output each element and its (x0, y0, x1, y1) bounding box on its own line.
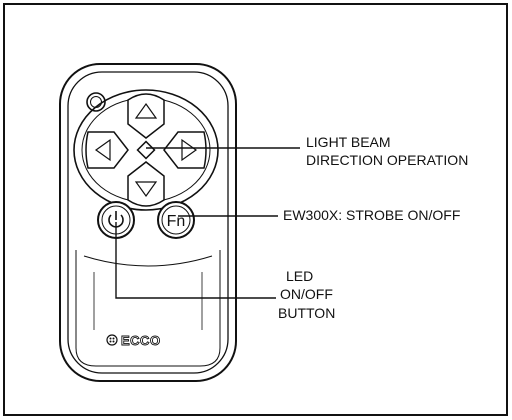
arrow-right-icon (181, 138, 198, 162)
remote-lower-contour (75, 250, 221, 367)
figure-frame (3, 3, 508, 416)
remote-lower-curve (83, 255, 213, 267)
ecco-logo-icon: ECCO (106, 333, 161, 348)
direction-pad[interactable] (73, 89, 219, 211)
callout-leaders (115, 147, 300, 299)
arrow-right-button[interactable] (163, 131, 207, 169)
callout-led-line2: ON/OFF (280, 286, 333, 302)
arrow-down-icon (134, 181, 158, 198)
leader-led-button (115, 222, 276, 299)
dpad-outer-ring (73, 89, 219, 211)
arrow-up-button[interactable] (127, 93, 165, 139)
fn-button-label: Fn (167, 213, 186, 230)
callout-led-line3: BUTTON (278, 305, 336, 321)
arrow-down-button[interactable] (127, 161, 165, 207)
brand-logo-text: ECCO (121, 333, 161, 348)
callout-light-beam-line2: DIRECTION OPERATION (306, 152, 469, 168)
callout-strobe: EW300X: STROBE ON/OFF (283, 207, 461, 223)
callout-light-beam-line1: LIGHT BEAM (306, 134, 391, 150)
arrow-up-icon (134, 102, 158, 119)
remote-inner-shell (67, 71, 229, 374)
callout-led-line1: LED (286, 268, 314, 284)
arrow-left-icon (94, 138, 111, 162)
fn-button[interactable]: Fn (157, 201, 195, 239)
dpad-center-diamond (136, 140, 156, 160)
arrow-left-button[interactable] (85, 131, 129, 169)
